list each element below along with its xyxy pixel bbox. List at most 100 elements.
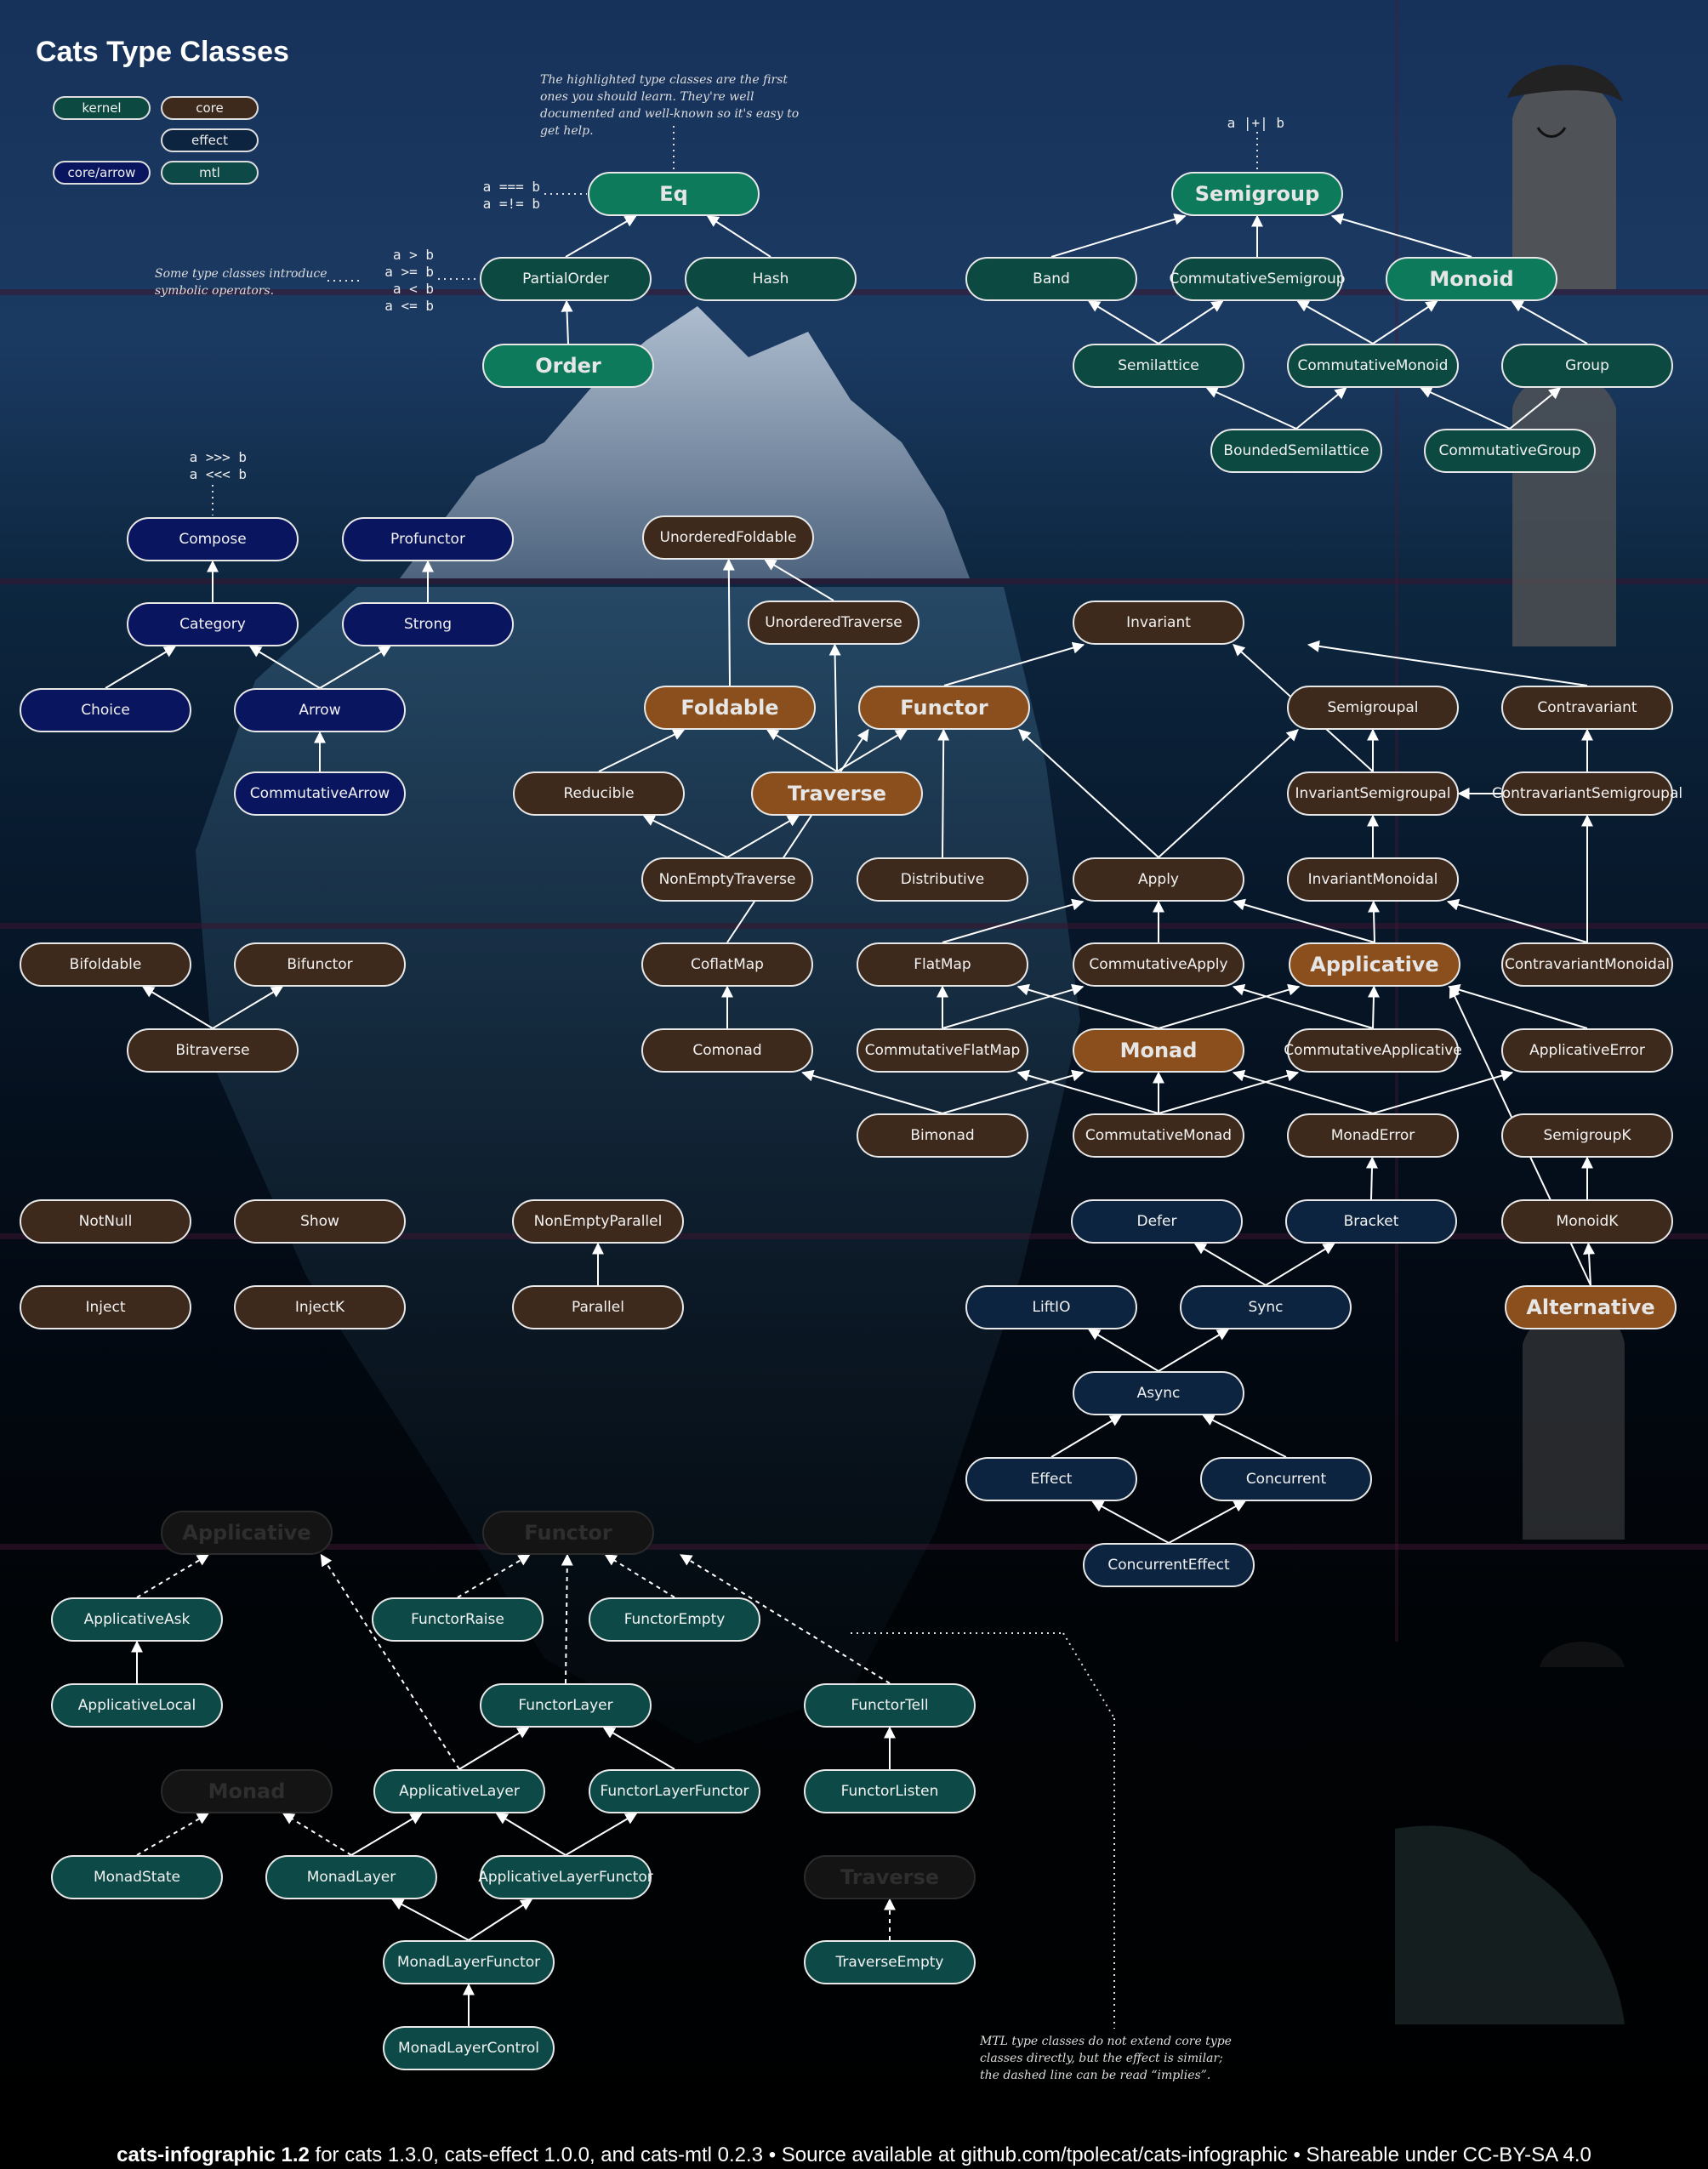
node-bifunctor[interactable]: Bifunctor <box>234 942 406 987</box>
node-foldable[interactable]: Foldable <box>644 686 816 730</box>
node-g-monad[interactable]: Monad <box>161 1769 333 1813</box>
node-commutative-apply[interactable]: CommutativeApply <box>1073 942 1244 987</box>
node-defer[interactable]: Defer <box>1071 1199 1243 1244</box>
node-compose[interactable]: Compose <box>127 517 299 561</box>
node-category[interactable]: Category <box>127 602 299 646</box>
node-functor-empty[interactable]: FunctorEmpty <box>589 1597 760 1642</box>
node-traverse-empty[interactable]: TraverseEmpty <box>804 1940 976 1984</box>
node-hash[interactable]: Hash <box>685 257 857 301</box>
node-inject-k[interactable]: InjectK <box>234 1285 406 1329</box>
node-applicative-layer-functor[interactable]: ApplicativeLayerFunctor <box>478 1855 653 1899</box>
implies-edge-functor-empty-to-g-functor <box>604 1554 675 1598</box>
node-commutative-flat-map[interactable]: CommutativeFlatMap <box>857 1028 1028 1073</box>
node-monad[interactable]: Monad <box>1073 1028 1244 1073</box>
node-g-traverse[interactable]: Traverse <box>804 1855 976 1899</box>
node-order[interactable]: Order <box>482 344 654 388</box>
node-commutative-monad[interactable]: CommutativeMonad <box>1073 1113 1244 1158</box>
node-bifoldable[interactable]: Bifoldable <box>20 942 191 987</box>
extends-edge-commutative-applicative-to-commutative-apply <box>1232 983 1374 1029</box>
node-inject[interactable]: Inject <box>20 1285 191 1329</box>
node-contravariant-monoidal[interactable]: ContravariantMonoidal <box>1501 942 1673 987</box>
node-applicative-local[interactable]: ApplicativeLocal <box>51 1683 223 1728</box>
node-async[interactable]: Async <box>1073 1371 1244 1415</box>
node-apply[interactable]: Apply <box>1073 857 1244 902</box>
node-invariant-semigroupal[interactable]: InvariantSemigroupal <box>1287 771 1459 816</box>
node-coflat-map[interactable]: CoflatMap <box>641 942 813 987</box>
node-commutative-group[interactable]: CommutativeGroup <box>1424 429 1596 473</box>
node-commutative-monoid[interactable]: CommutativeMonoid <box>1287 344 1459 388</box>
node-monad-state[interactable]: MonadState <box>51 1855 223 1899</box>
node-sync[interactable]: Sync <box>1180 1285 1352 1329</box>
layer-divider <box>0 1233 1708 1239</box>
node-semigroup-k[interactable]: SemigroupK <box>1501 1113 1673 1158</box>
node-commutative-semigroup[interactable]: CommutativeSemigroup <box>1169 257 1346 301</box>
node-contravariant[interactable]: Contravariant <box>1501 686 1673 730</box>
node-bimonad[interactable]: Bimonad <box>857 1113 1028 1158</box>
node-parallel[interactable]: Parallel <box>512 1285 684 1329</box>
extends-edge-alternative-to-monoid-k <box>1583 1242 1596 1286</box>
node-functor-listen[interactable]: FunctorListen <box>804 1769 976 1813</box>
node-monoid-k[interactable]: MonoidK <box>1501 1199 1673 1244</box>
extends-edge-bracket-to-monad-error <box>1365 1156 1378 1200</box>
node-eq[interactable]: Eq <box>588 172 760 216</box>
node-contravariant-semigroupal[interactable]: ContravariantSemigroupal <box>1492 771 1682 816</box>
node-flat-map[interactable]: FlatMap <box>857 942 1028 987</box>
node-reducible[interactable]: Reducible <box>513 771 685 816</box>
node-traverse[interactable]: Traverse <box>751 771 923 816</box>
node-profunctor[interactable]: Profunctor <box>342 517 514 561</box>
node-unordered-foldable[interactable]: UnorderedFoldable <box>642 515 814 560</box>
node-g-functor[interactable]: Functor <box>482 1511 654 1555</box>
node-monad-layer[interactable]: MonadLayer <box>265 1855 437 1899</box>
node-bounded-semilattice[interactable]: BoundedSemilattice <box>1210 429 1382 473</box>
node-bitraverse[interactable]: Bitraverse <box>127 1028 299 1073</box>
node-choice[interactable]: Choice <box>20 688 191 732</box>
node-functor-layer[interactable]: FunctorLayer <box>480 1683 652 1728</box>
node-commutative-applicative[interactable]: CommutativeApplicative <box>1284 1028 1462 1073</box>
node-concurrent-effect[interactable]: ConcurrentEffect <box>1083 1543 1255 1587</box>
node-functor[interactable]: Functor <box>858 686 1030 730</box>
extends-edge-monad-layer-functor-to-monad-layer <box>391 1899 470 1941</box>
node-effect[interactable]: Effect <box>965 1457 1137 1501</box>
node-invariant-monoidal[interactable]: InvariantMonoidal <box>1287 857 1459 902</box>
node-g-applicative[interactable]: Applicative <box>161 1511 333 1555</box>
node-comonad[interactable]: Comonad <box>641 1028 813 1073</box>
node-monad-layer-functor[interactable]: MonadLayerFunctor <box>383 1940 555 1984</box>
node-concurrent[interactable]: Concurrent <box>1200 1457 1372 1501</box>
node-functor-raise[interactable]: FunctorRaise <box>372 1597 544 1642</box>
node-distributive[interactable]: Distributive <box>857 857 1028 902</box>
legend-effect: effect <box>161 128 259 152</box>
node-monad-layer-control[interactable]: MonadLayerControl <box>383 2026 555 2070</box>
node-semigroup[interactable]: Semigroup <box>1171 172 1343 216</box>
node-monoid[interactable]: Monoid <box>1386 257 1557 301</box>
node-functor-layer-functor[interactable]: FunctorLayerFunctor <box>589 1769 760 1813</box>
node-applicative[interactable]: Applicative <box>1289 942 1460 987</box>
node-monad-error[interactable]: MonadError <box>1287 1113 1459 1158</box>
node-strong[interactable]: Strong <box>342 602 514 646</box>
extends-edge-commutative-applicative-to-applicative <box>1367 985 1380 1029</box>
node-unordered-traverse[interactable]: UnorderedTraverse <box>748 601 919 645</box>
node-group[interactable]: Group <box>1501 344 1673 388</box>
node-non-empty-traverse[interactable]: NonEmptyTraverse <box>641 857 813 902</box>
node-invariant[interactable]: Invariant <box>1073 601 1244 645</box>
node-commutative-arrow[interactable]: CommutativeArrow <box>234 771 406 816</box>
node-lift-io[interactable]: LiftIO <box>965 1285 1137 1329</box>
node-semigroupal[interactable]: Semigroupal <box>1287 686 1459 730</box>
node-bracket[interactable]: Bracket <box>1285 1199 1457 1244</box>
node-applicative-ask[interactable]: ApplicativeAsk <box>51 1597 223 1642</box>
node-not-null[interactable]: NotNull <box>20 1199 191 1244</box>
node-show[interactable]: Show <box>234 1199 406 1244</box>
extends-edge-monad-to-applicative <box>1158 983 1301 1029</box>
implies-edge-applicative-ask-to-g-applicative <box>136 1554 210 1598</box>
extends-edge-partial-order-to-eq <box>565 215 637 258</box>
node-partial-order[interactable]: PartialOrder <box>480 257 652 301</box>
node-band[interactable]: Band <box>965 257 1137 301</box>
node-applicative-layer[interactable]: ApplicativeLayer <box>373 1769 545 1813</box>
node-semilattice[interactable]: Semilattice <box>1073 344 1244 388</box>
node-alternative[interactable]: Alternative <box>1505 1285 1677 1329</box>
node-functor-tell[interactable]: FunctorTell <box>804 1683 976 1728</box>
extends-edge-hash-to-eq <box>706 215 771 258</box>
node-arrow[interactable]: Arrow <box>234 688 406 732</box>
node-non-empty-parallel[interactable]: NonEmptyParallel <box>512 1199 684 1244</box>
node-applicative-error[interactable]: ApplicativeError <box>1501 1028 1673 1073</box>
extends-edge-commutative-flat-map-to-commutative-apply <box>942 983 1085 1029</box>
